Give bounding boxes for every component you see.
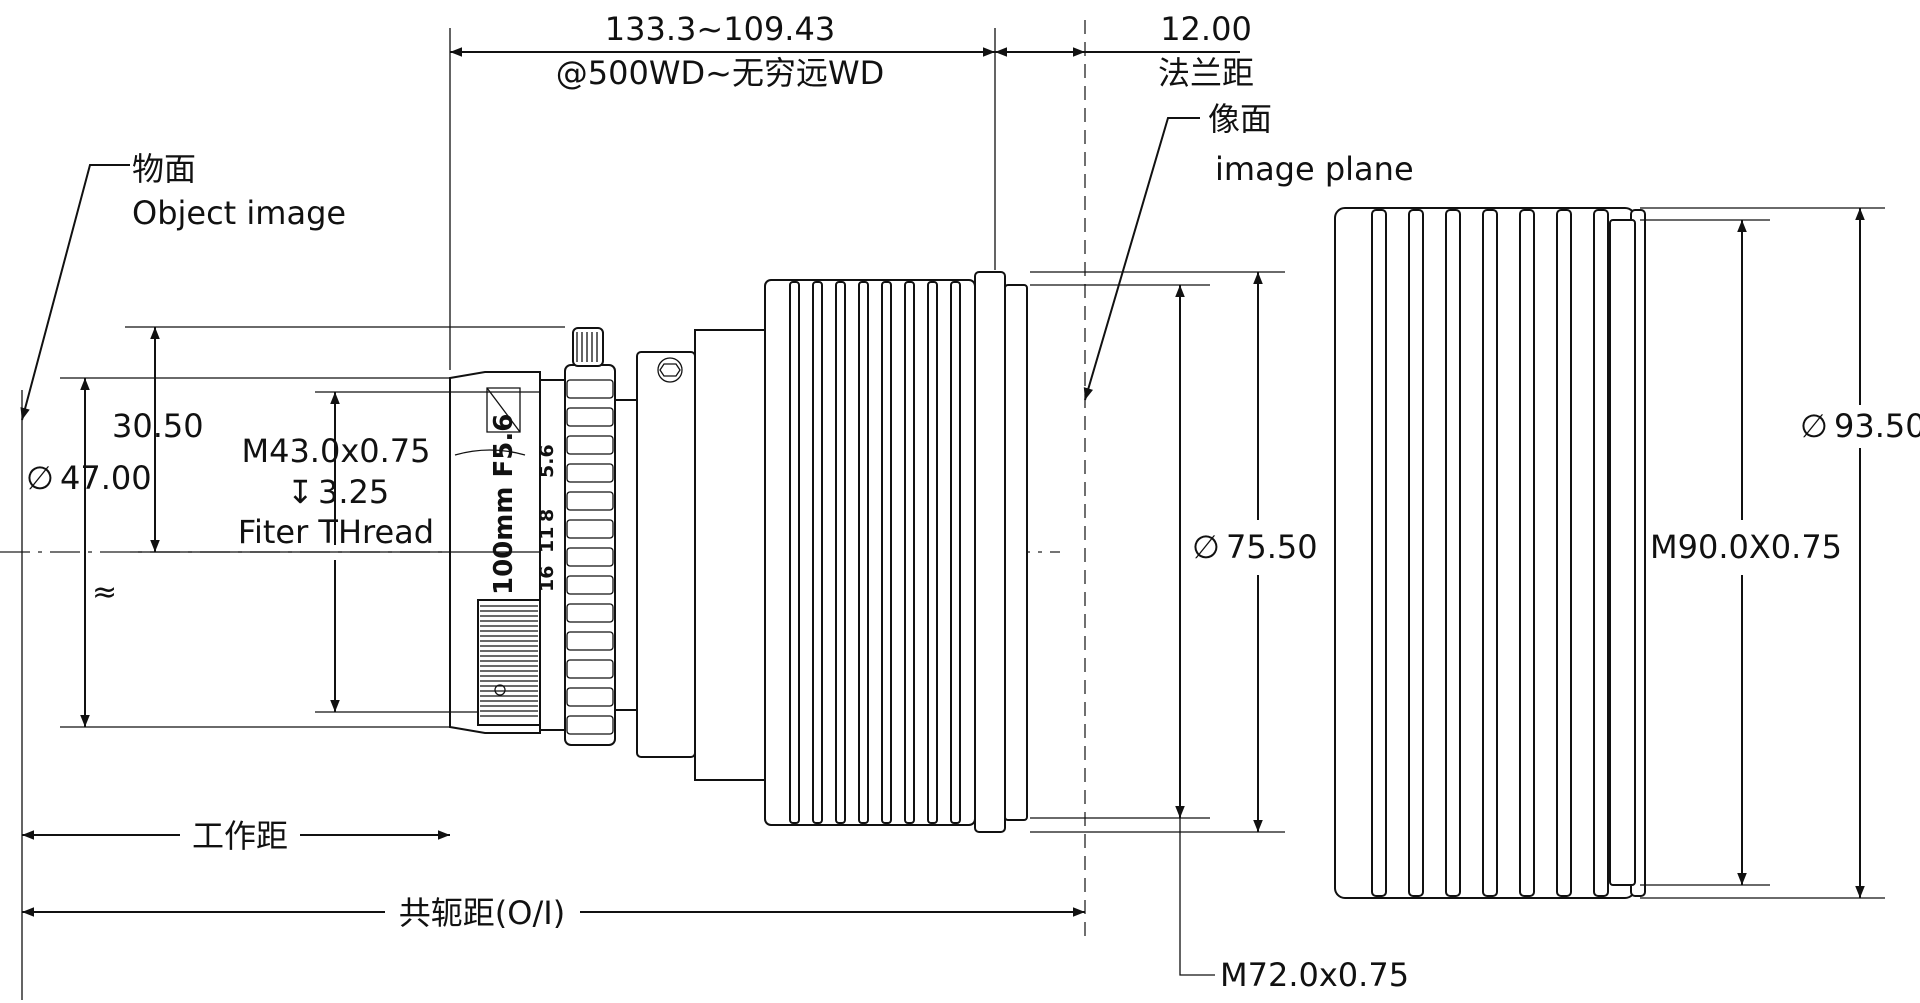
aperture-ridge bbox=[566, 715, 614, 735]
aperture-ridge bbox=[566, 575, 614, 595]
diameter-symbol-75: ∅ bbox=[1192, 528, 1220, 566]
aperture-mark-11: 11 bbox=[536, 527, 558, 553]
mount-thread-label: M72.0x0.75 bbox=[1220, 956, 1409, 994]
body-rib bbox=[835, 281, 846, 824]
rear-rib bbox=[1445, 209, 1461, 897]
body-rib bbox=[881, 281, 892, 824]
depth-symbol: ↧ bbox=[287, 473, 314, 511]
aperture-mark-16: 16 bbox=[536, 566, 558, 592]
aperture-mark-5.6: 5.6 bbox=[536, 444, 558, 478]
body-rib bbox=[950, 281, 961, 824]
lens-markings: 100mm F5.6 16 11 8 5.6 bbox=[489, 414, 558, 595]
aperture-ridge bbox=[566, 631, 614, 651]
rear-thread-view bbox=[1334, 207, 1646, 899]
aperture-ring bbox=[539, 327, 735, 758]
image-plane-cn-label: 像面 bbox=[1208, 100, 1272, 138]
lens-model-marking: 100mm F5.6 bbox=[489, 414, 519, 595]
rear-rib bbox=[1593, 209, 1609, 897]
rear-rib bbox=[1408, 209, 1424, 897]
aperture-ridge bbox=[566, 435, 614, 455]
diameter-symbol-47: ∅ bbox=[26, 459, 54, 497]
image-plane-en-label: image plane bbox=[1215, 150, 1414, 188]
dimension-lines bbox=[20, 28, 1885, 1000]
labels: 133.3~109.43 @500WD~无穷远WD 12.00 法兰距 像面 i… bbox=[26, 10, 1920, 994]
approx-symbol: ≈ bbox=[92, 575, 117, 610]
aperture-ridge bbox=[566, 687, 614, 707]
filter-thread-size-label: M43.0x0.75 bbox=[241, 432, 430, 470]
aperture-ridge bbox=[566, 463, 614, 483]
rear-rib bbox=[1482, 209, 1498, 897]
range-value-label: 133.3~109.43 bbox=[605, 10, 835, 48]
flange-value-label: 12.00 bbox=[1160, 10, 1252, 48]
focus-grip-ring bbox=[477, 599, 541, 726]
diameter-93-label: 93.50 bbox=[1834, 407, 1920, 445]
diameter-symbol-93: ∅ bbox=[1800, 407, 1828, 445]
aperture-mark-8: 8 bbox=[536, 509, 558, 522]
body-rib bbox=[812, 281, 823, 824]
aperture-ridge bbox=[566, 519, 614, 539]
rear-thread-label: M90.0X0.75 bbox=[1650, 528, 1842, 566]
body-rib bbox=[904, 281, 915, 824]
height-30-label: 30.50 bbox=[112, 407, 204, 445]
object-plane-cn-label: 物面 bbox=[132, 150, 196, 188]
aperture-ridge bbox=[566, 491, 614, 511]
conjugate-distance-label: 共轭距(O/I) bbox=[399, 894, 565, 932]
working-distance-label: 工作距 bbox=[192, 817, 288, 855]
aperture-ridge bbox=[566, 659, 614, 679]
rear-rib bbox=[1556, 209, 1572, 897]
body-rib bbox=[789, 281, 800, 824]
diameter-47-label: 47.00 bbox=[60, 459, 152, 497]
flange-distance-label: 法兰距 bbox=[1158, 54, 1254, 92]
object-plane-en-label: Object image bbox=[132, 194, 346, 232]
rear-rib bbox=[1371, 209, 1387, 897]
main-body bbox=[694, 271, 1028, 833]
filter-thread-depth-label: 3.25 bbox=[318, 473, 389, 511]
range-condition-label: @500WD~无穷远WD bbox=[556, 54, 884, 92]
rear-rib bbox=[1519, 209, 1535, 897]
body-rib bbox=[858, 281, 869, 824]
filter-thread-label: Fiter THread bbox=[238, 513, 434, 551]
aperture-ridge bbox=[566, 603, 614, 623]
aperture-ridge bbox=[566, 379, 614, 399]
aperture-ridge bbox=[566, 547, 614, 567]
body-rib bbox=[927, 281, 938, 824]
diameter-75-label: 75.50 bbox=[1226, 528, 1318, 566]
aperture-ridge bbox=[566, 407, 614, 427]
